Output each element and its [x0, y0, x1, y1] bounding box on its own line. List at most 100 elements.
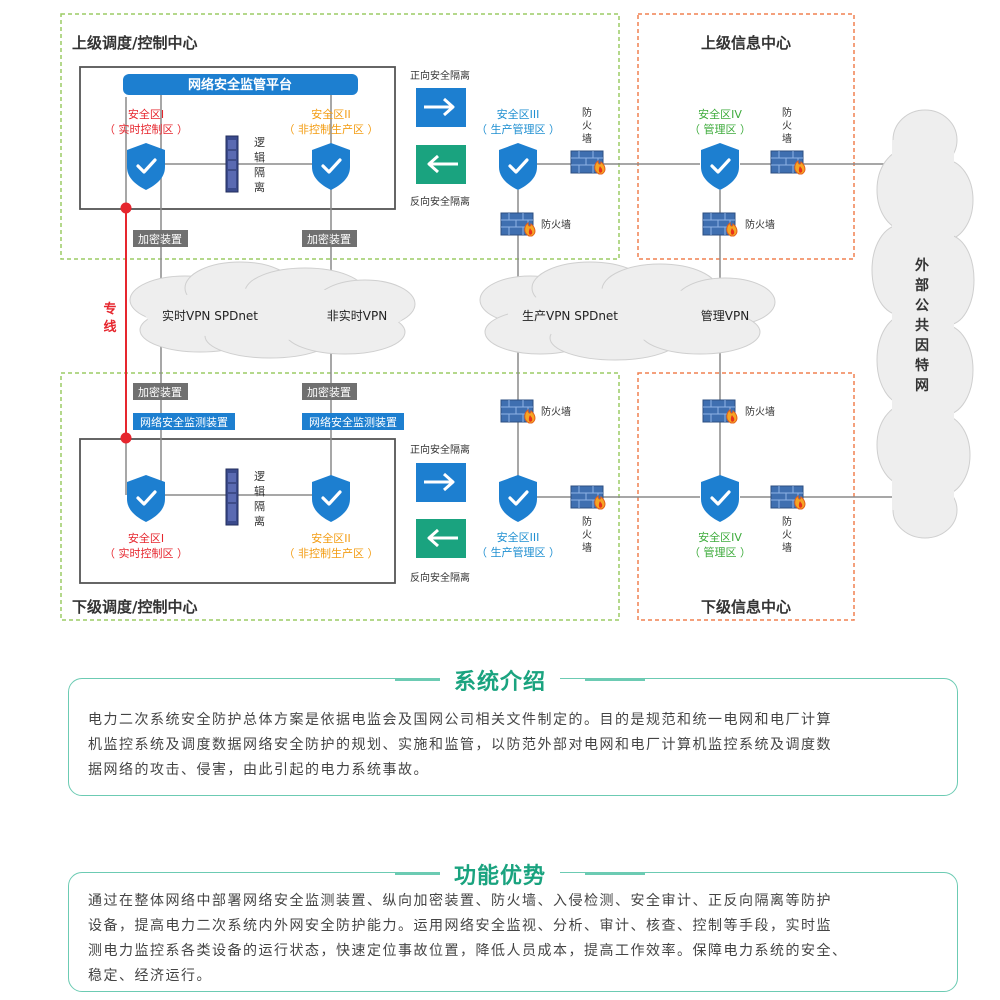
lower-info-title: 下级信息中心: [701, 598, 791, 616]
upper-zone1-desc: （ 实时控制区 ）: [104, 122, 188, 136]
upper-logic-isolation-device-icon[interactable]: [225, 135, 239, 193]
intro-title-line-left: [395, 679, 455, 681]
external-net-char-7: 网: [915, 378, 929, 394]
upper-zone4-desc: （ 管理区 ）: [689, 122, 751, 136]
upper-zone3-firewall-label: 防火墙: [541, 218, 571, 231]
upper-info-title: 上级信息中心: [701, 34, 791, 52]
upper-logic-char-1: 逻: [254, 136, 265, 149]
lower-zone4-firewall-label: 防火墙: [745, 405, 775, 418]
lower-monitor-tag-left[interactable]: [133, 413, 235, 430]
upper-zone1-label: 安全区I: [128, 107, 164, 121]
upper-encrypt-label-left: 加密装置: [138, 232, 182, 246]
dedicated-line-char-1: 专: [103, 301, 116, 317]
cloud-external: [871, 109, 975, 539]
upper-zone4-lower-firewall-icon[interactable]: [702, 212, 738, 237]
lower-encrypt-tag-left: [133, 383, 188, 400]
upper-logic-char-4: 离: [254, 180, 265, 194]
advantage-line-3: 测电力监控系各类设备的运行状态，快速定位事故位置，降低人员成本，提高工作效率。保…: [88, 943, 848, 959]
cloud-left: [129, 261, 416, 359]
advantage-line-1: 通过在整体网络中部署网络安全监测装置、纵向加密装置、防火墙、入侵检测、安全审计、…: [88, 893, 832, 909]
lower-logic-char-4: 离: [254, 514, 265, 528]
lower-reverse-isolation-label: 反向安全隔离: [410, 571, 470, 584]
security-platform-label: 网络安全监管平台: [188, 77, 292, 93]
lower-monitor-label-left: 网络安全监测装置: [140, 415, 228, 429]
upper-zone1-shield-icon[interactable]: [125, 141, 167, 192]
cloud-middle: [479, 261, 776, 361]
upper-zone3-fw-char-2: 火: [582, 120, 592, 132]
lower-encrypt-label-right: 加密装置: [307, 385, 351, 399]
lower-zone3-upper-firewall-icon[interactable]: [500, 399, 536, 424]
upper-zone2-shield-icon[interactable]: [310, 141, 352, 192]
upper-zone3-fw-char-1: 防: [582, 106, 592, 119]
intro-line-3: 据网络的攻击、侵害，由此引起的电力系统事故。: [88, 762, 429, 778]
lower-zone3-fw-char-3: 墙: [582, 541, 592, 554]
intro-title-line-right: [585, 679, 645, 681]
dedicated-line-node-bottom: [120, 432, 132, 444]
advantage-line-2: 设备，提高电力二次系统内外网安全防护能力。运用网络安全监视、分析、审计、核查、控…: [88, 918, 832, 934]
lower-zone4-fw-char-1: 防: [782, 515, 792, 528]
lower-monitor-label-right: 网络安全监测装置: [309, 415, 397, 429]
upper-zone3-shield-icon[interactable]: [497, 141, 539, 192]
security-platform-banner[interactable]: [123, 74, 358, 95]
lower-encrypt-label-left: 加密装置: [138, 385, 182, 399]
lower-encrypt-tag-right: [302, 383, 357, 400]
upper-zone3-firewall-icon[interactable]: [570, 150, 606, 175]
upper-logic-char-3: 隔: [254, 166, 265, 179]
upper-zone4-label: 安全区IV: [698, 107, 742, 121]
lower-zone4-upper-firewall-icon[interactable]: [702, 399, 738, 424]
lower-logic-isolation-device-icon[interactable]: [225, 468, 239, 526]
upper-zone4-firewall-icon[interactable]: [770, 150, 806, 175]
advantage-title-line-right: [585, 873, 645, 875]
lower-zone3-desc: （ 生产管理区 ）: [476, 545, 560, 559]
upper-info-frame: [637, 13, 855, 260]
intro-line-2: 机监控系统及调度数据网络安全防护的规划、实施和监管，以防范外部对电网和电厂计算机…: [88, 737, 832, 753]
advantage-line-4: 稳定、经济运行。: [88, 968, 212, 984]
external-net-char-1: 外: [915, 257, 929, 274]
production-vpn-label: 生产VPN SPDnet: [522, 309, 618, 323]
nonrealtime-vpn-label: 非实时VPN: [327, 308, 387, 323]
upper-logic-char-2: 辑: [254, 150, 265, 164]
upper-dispatch-frame: [60, 13, 620, 260]
management-vpn-label: 管理VPN: [701, 308, 749, 323]
upper-forward-isolation-label: 正向安全隔离: [410, 69, 470, 82]
lower-zone3-fw-char-2: 火: [582, 529, 592, 541]
external-net-char-4: 共: [915, 317, 929, 334]
upper-zone3-desc: （ 生产管理区 ）: [476, 122, 560, 136]
external-net-char-5: 因: [915, 338, 929, 354]
dedicated-line-char-2: 线: [103, 319, 116, 335]
lower-zone4-fw-char-2: 火: [782, 529, 792, 541]
lower-zone4-firewall-icon[interactable]: [770, 485, 806, 510]
network-diagram: 网络安全监管平台 上级调度/控制中心 上级信息中心 下级调度/控制中心 下级信息…: [60, 13, 975, 621]
lower-zone1-desc: （ 实时控制区 ）: [104, 546, 188, 560]
lower-zone2-shield-icon[interactable]: [310, 473, 352, 524]
lower-forward-isolation-label: 正向安全隔离: [410, 443, 470, 456]
lower-zone4-shield-icon[interactable]: [699, 473, 741, 524]
lower-logic-char-1: 逻: [254, 470, 265, 483]
lower-dispatch-title: 下级调度/控制中心: [72, 598, 197, 616]
lower-zone4-desc: （ 管理区 ）: [689, 545, 751, 559]
lower-zone3-label: 安全区III: [497, 530, 540, 544]
advantage-card: [68, 872, 958, 992]
lower-zone3-shield-icon[interactable]: [497, 473, 539, 524]
intro-card: [68, 678, 958, 796]
dedicated-line-node-top: [120, 202, 132, 214]
upper-zone3-lower-firewall-icon[interactable]: [500, 212, 536, 237]
lower-zone3-fw-char-1: 防: [582, 515, 592, 528]
intro-line-1: 电力二次系统安全防护总体方案是依据电监会及国网公司相关文件制定的。目的是规范和统…: [88, 712, 832, 728]
lower-inner-box: [79, 438, 396, 584]
upper-zone2-desc: （ 非控制生产区 ）: [284, 122, 379, 136]
lower-zone2-desc: （ 非控制生产区 ）: [284, 546, 379, 560]
external-net-char-6: 特: [915, 357, 929, 374]
lower-logic-char-3: 隔: [254, 500, 265, 513]
lower-monitor-tag-right[interactable]: [302, 413, 404, 430]
lower-zone3-firewall-icon[interactable]: [570, 485, 606, 510]
upper-zone4-shield-icon[interactable]: [699, 141, 741, 192]
external-net-char-3: 公: [915, 298, 929, 314]
lower-zone1-shield-icon[interactable]: [125, 473, 167, 524]
realtime-vpn-label: 实时VPN SPDnet: [162, 308, 258, 323]
lower-zone3-firewall-label: 防火墙: [541, 405, 571, 418]
upper-encrypt-tag-right: [302, 230, 357, 247]
lower-logic-char-2: 辑: [254, 484, 265, 498]
upper-zone4-fw-char-1: 防: [782, 106, 792, 119]
upper-zone2-label: 安全区II: [311, 107, 351, 121]
